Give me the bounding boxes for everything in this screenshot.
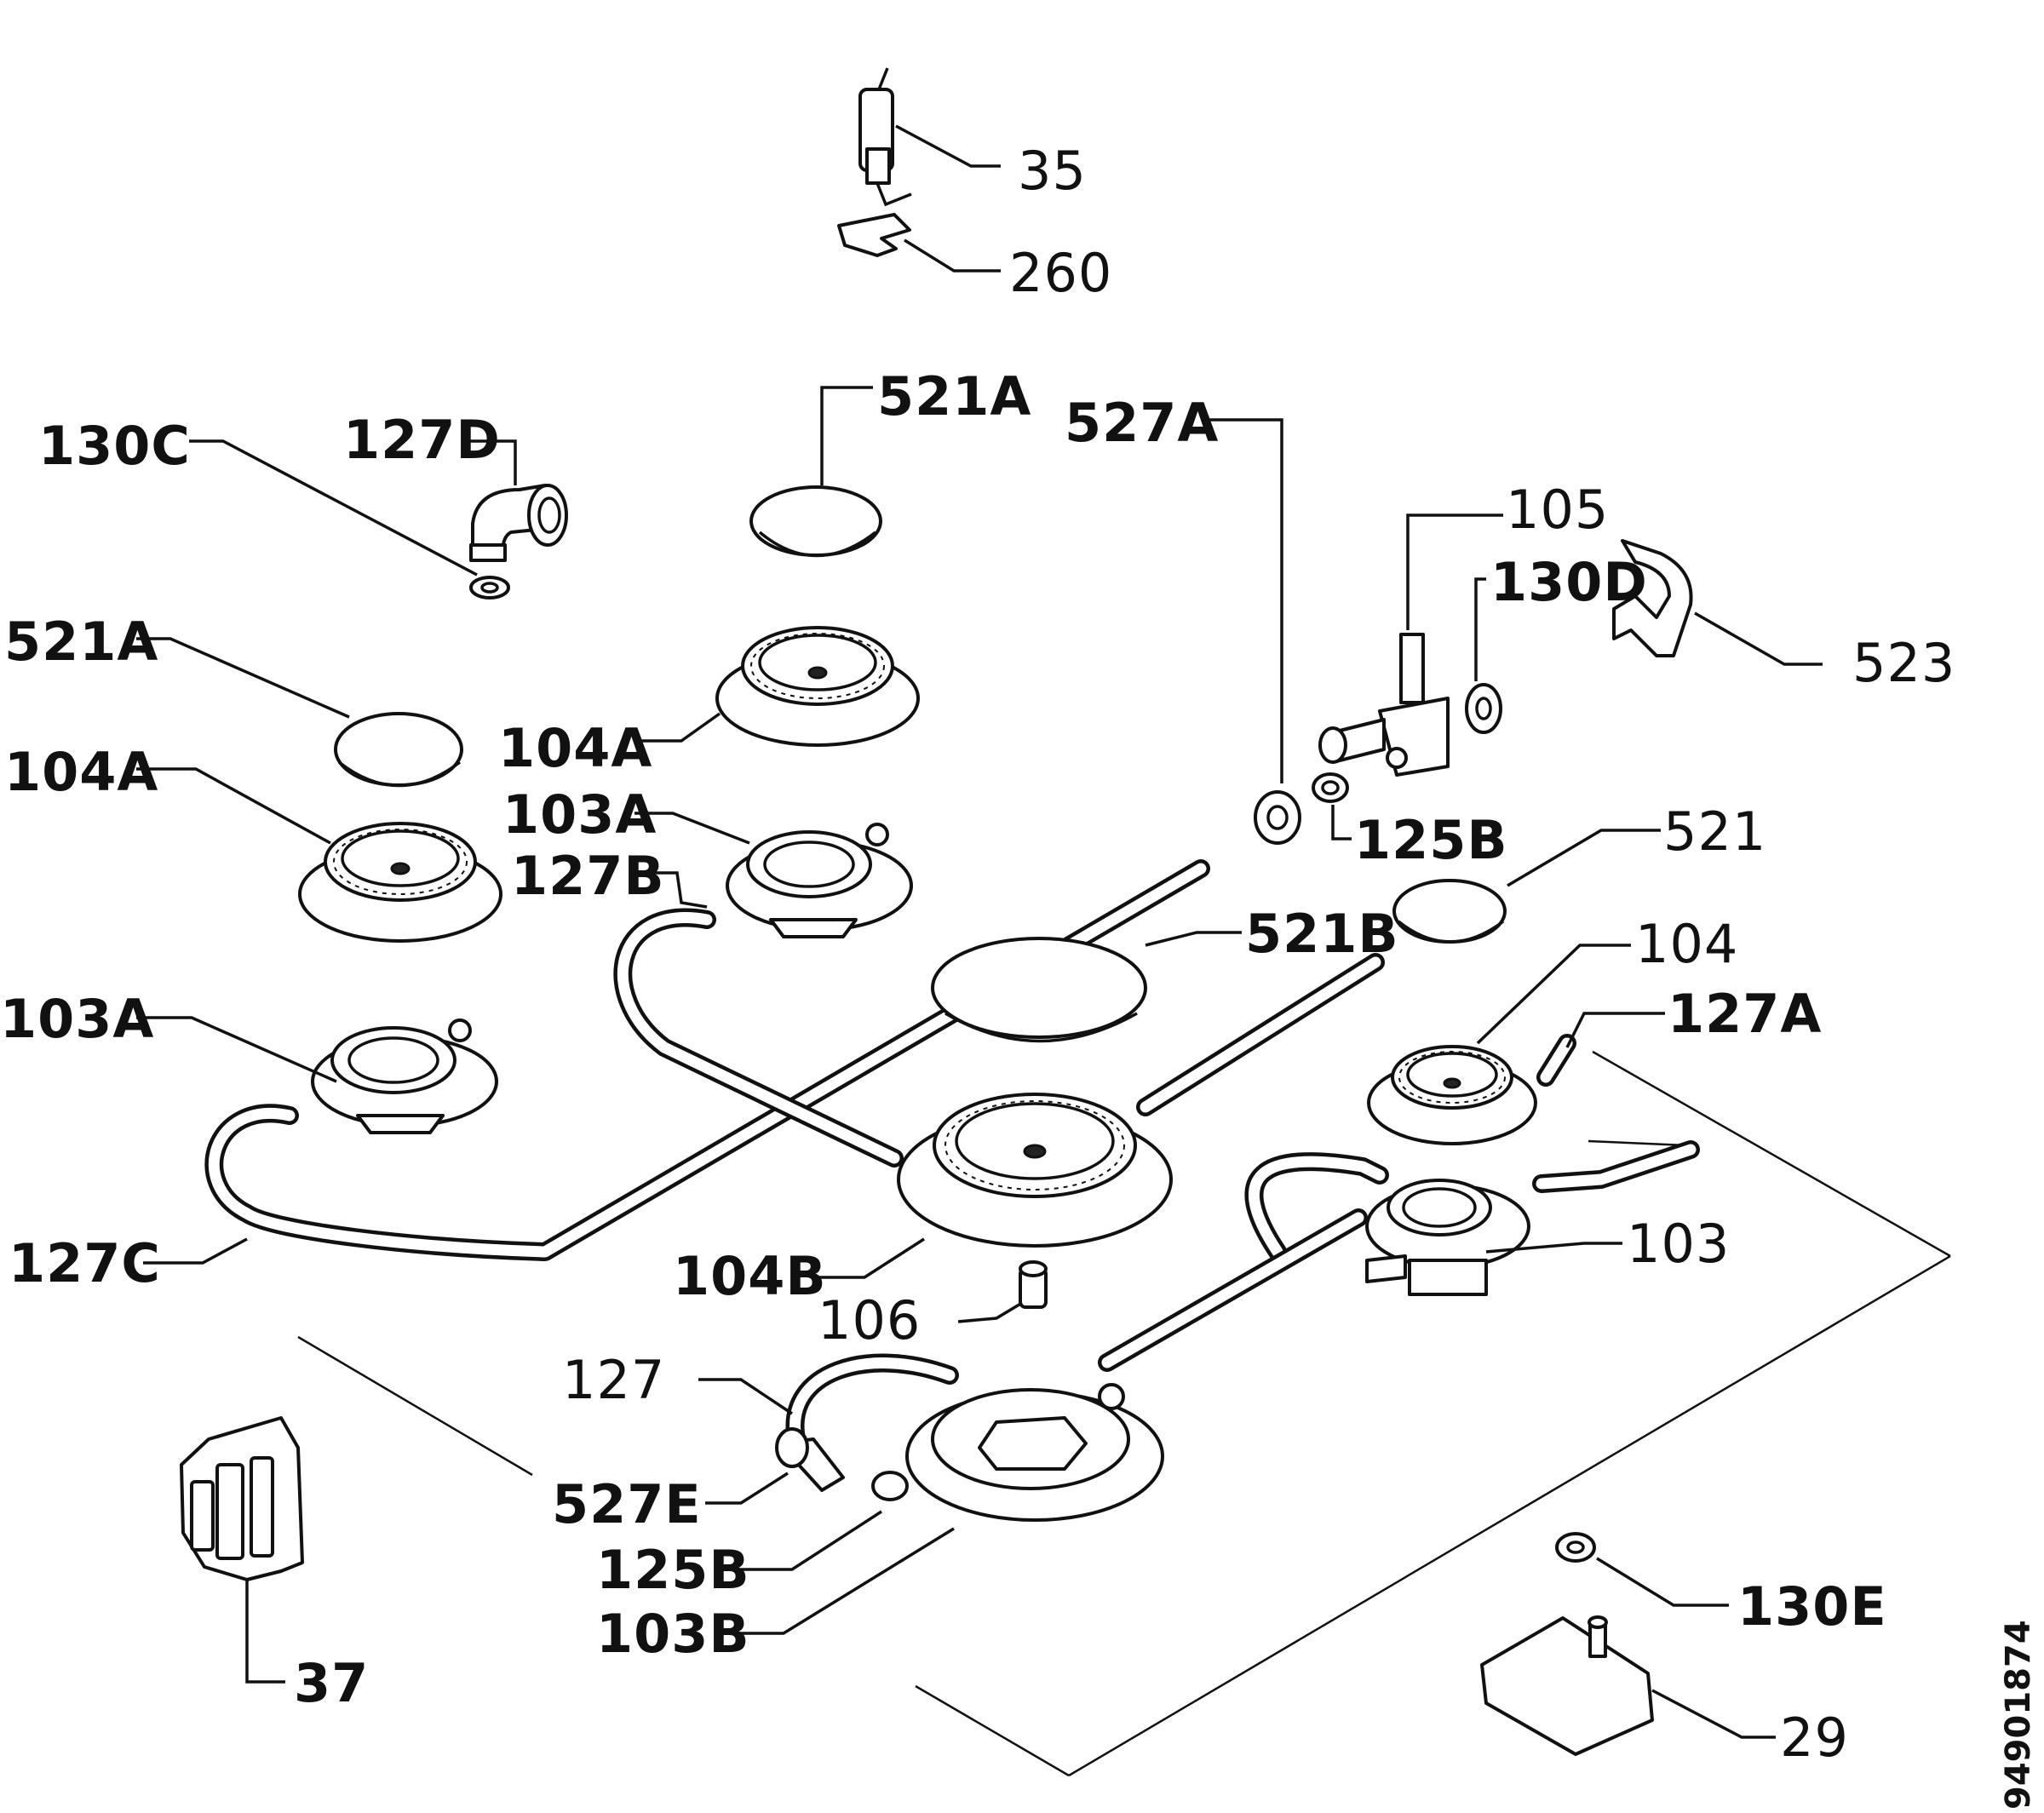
burner-body-103A-mid [726,823,913,938]
label-29: 29 [1780,1707,1849,1769]
label-125B-top: 125B [1354,809,1508,871]
gas-pipes [204,859,1700,1449]
leader-lines [136,124,1823,1739]
label-105: 105 [1506,479,1609,541]
clip-part [837,213,911,257]
label-130D: 130D [1490,551,1648,613]
label-527E: 527E [552,1473,702,1535]
nipple-125B-top [1312,772,1349,803]
label-127A: 127A [1668,983,1822,1045]
label-103A-left: 103A [0,988,154,1050]
label-127B: 127B [511,845,665,907]
label-521A-left: 521A [4,611,158,673]
burner-cap-521 [1392,879,1507,944]
label-37: 37 [294,1652,369,1714]
label-104B: 104B [673,1245,827,1307]
label-260: 260 [1009,242,1112,304]
label-521: 521 [1663,800,1766,863]
label-106: 106 [818,1289,921,1351]
burner-head-104 [1367,1045,1537,1145]
label-103: 103 [1627,1213,1730,1275]
nut-527A-part [1254,790,1301,845]
burner-cap-521A-left [334,712,463,788]
label-127C: 127C [9,1232,161,1294]
document-number: 94901874 [1999,1620,2038,1810]
elbow-fitting-part [469,484,568,562]
burner-head-104B [897,1093,1173,1248]
label-523: 523 [1852,632,1955,694]
label-104: 104 [1635,913,1738,975]
hob-outline [297,1050,1951,1777]
burner-cap-521A-top [749,485,882,558]
label-103B: 103B [596,1603,750,1665]
label-130E: 130E [1737,1575,1887,1638]
ignition-box-29-part [1480,1615,1654,1756]
washer-130E-part [1555,1532,1596,1563]
spark-electrode-part [858,67,912,207]
burner-body-103B [905,1383,1164,1522]
bracket-523-part [1612,539,1693,657]
switch-37-part [180,1416,304,1581]
label-35: 35 [1018,140,1087,202]
label-527A: 527A [1065,392,1219,454]
washer-130C-part [469,576,510,600]
fitting-527E-part [775,1427,845,1492]
burner-head-104A-top [715,626,920,747]
injector-106-part [1019,1260,1048,1309]
burner-body-103 [1365,1179,1530,1296]
label-104A-left: 104A [4,741,158,803]
gas-tap-105-part [1318,633,1450,777]
label-130C: 130C [38,415,191,477]
label-127: 127 [562,1349,665,1411]
nipple-125B-bottom [871,1471,909,1501]
label-521B: 521B [1245,903,1399,965]
burner-body-103A-left [311,1018,498,1134]
label-103A-mid: 103A [502,783,657,846]
part-labels: 35 260 521A 527A 130C 127D 105 130D 523 … [0,140,1955,1769]
washer-130D-part [1465,683,1502,734]
label-104A-mid: 104A [498,717,652,779]
label-521A-top: 521A [877,365,1031,427]
label-127D: 127D [343,409,501,471]
burner-cap-521B [931,937,1147,1043]
label-125B-bottom: 125B [596,1539,750,1601]
burner-head-104A-left [298,822,502,943]
